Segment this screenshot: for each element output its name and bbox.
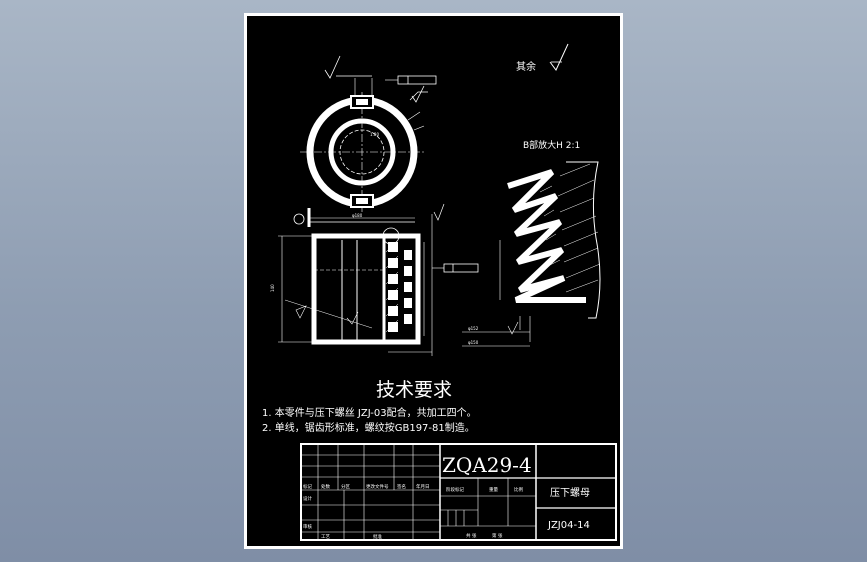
svg-text:φ150: φ150: [468, 340, 479, 345]
header-label-1: 处数: [321, 483, 330, 490]
svg-text:φ152: φ152: [468, 326, 479, 331]
sheet-total-label: 共 张: [466, 532, 477, 539]
header-label-3: 更改文件号: [366, 483, 389, 490]
detail-label: B部放大H 2:1: [523, 139, 580, 151]
surface-note-text: 其余: [516, 60, 536, 73]
tech-title: 技术要求: [376, 379, 452, 401]
sheet-number-label: 第 张: [492, 532, 503, 539]
svg-text:φ180: φ180: [352, 213, 363, 218]
svg-text:1:80: 1:80: [370, 132, 379, 137]
detail-view-b: B部放大H 2:1 φ152 φ150: [462, 139, 601, 347]
role-reviewer: 审核: [303, 523, 312, 530]
surface-finish-note: 其余: [516, 43, 569, 73]
technical-requirements: 技术要求 1. 本零件与压下螺丝 JZJ-03配合，共加工四个。 2. 单线，锯…: [262, 379, 477, 434]
requirement-1: 1. 本零件与压下螺丝 JZJ-03配合，共加工四个。: [262, 406, 477, 419]
role-process: 工艺: [321, 534, 330, 540]
part-name: 压下螺母: [550, 487, 590, 499]
front-section-view: φ180 140: [270, 203, 479, 356]
header-label-0: 标记: [303, 483, 312, 490]
stage-label: 阶段标记: [446, 486, 464, 493]
weight-label: 重量: [489, 486, 498, 493]
approve-label: 批准: [373, 533, 382, 540]
drawing-number: JZJ04-14: [547, 520, 590, 531]
role-designer: 设计: [303, 495, 312, 502]
header-label-2: 分区: [341, 483, 350, 490]
top-view-ring: 1:80: [300, 55, 437, 212]
drawing-code: ZQA29-4: [442, 453, 532, 477]
svg-text:140: 140: [270, 284, 275, 292]
header-label-5: 年月日: [416, 483, 430, 490]
header-label-4: 签名: [397, 483, 406, 490]
title-block: 标记 处数 分区 更改文件号 签名 年月日 设计 审核 工艺 批准 阶段标记 重…: [300, 443, 617, 541]
requirement-2: 2. 单线，锯齿形标准，螺纹按GB197-81制造。: [262, 421, 475, 434]
scale-label: 比例: [514, 486, 523, 493]
